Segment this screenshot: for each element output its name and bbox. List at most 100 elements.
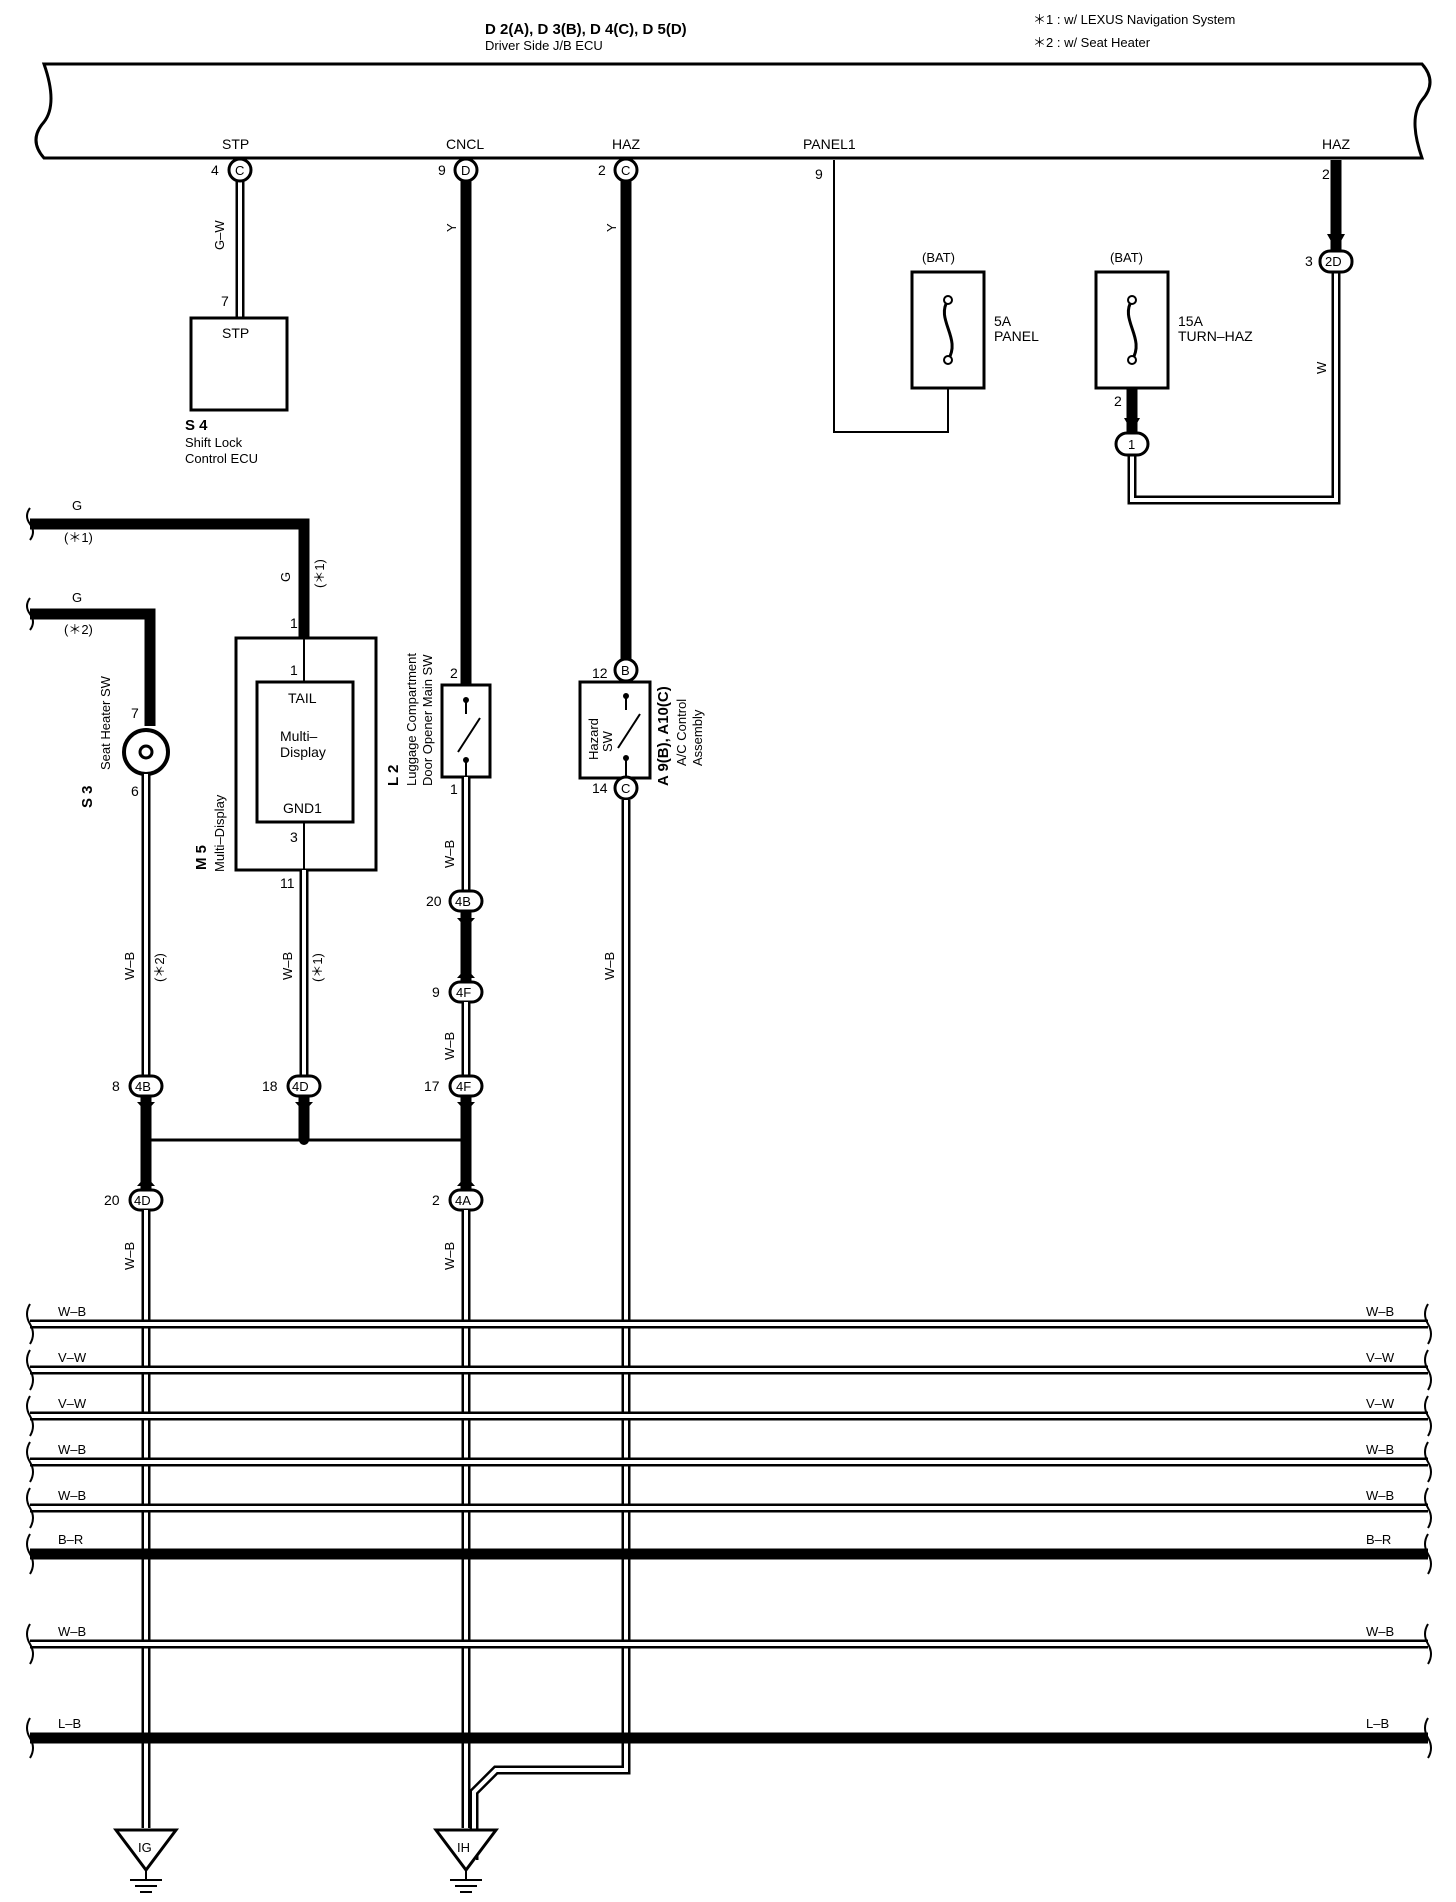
m5-inner-box (255, 680, 355, 824)
pin-panel1: 9 (815, 166, 823, 182)
wire-y-2: Y (604, 223, 619, 232)
junction-4a-2-label: 4A (455, 1193, 471, 1208)
terminal-haz-2: HAZ (1322, 136, 1350, 152)
s3-name: Seat Heater SW (98, 675, 113, 770)
terminal-cncl: CNCL (446, 136, 484, 152)
a9-inner-2: SW (600, 730, 615, 752)
wire-wb-g2: W–B (442, 1242, 457, 1270)
l2-pin-top: 2 (450, 665, 458, 681)
connector-turn-label: 1 (1128, 437, 1135, 452)
bus-label-7-left: W–B (58, 1624, 86, 1639)
m5-id: M 5 (193, 845, 210, 870)
fuse-turn-bat: (BAT) (1110, 250, 1143, 265)
ecu-subtitle: Driver Side J/B ECU (485, 38, 603, 53)
m5-inner-1: Multi– (280, 728, 318, 744)
a9-inner-1: Hazard (586, 718, 601, 760)
fuse-panel-name: PANEL (994, 328, 1039, 344)
s4-box (189, 316, 289, 412)
junction-4b-8-pin: 8 (112, 1078, 120, 1094)
bus-label-7-right: W–B (1366, 1624, 1394, 1639)
wire-wb-l2: W–B (442, 840, 457, 868)
connector-cncl (453, 157, 479, 183)
s3-pin-bot: 6 (131, 783, 139, 799)
terminal-stp: STP (222, 136, 249, 152)
bus-breaks (26, 1303, 1432, 1759)
a9-connector-bot (613, 775, 639, 801)
junction-4a-2-pin: 2 (432, 1192, 440, 1208)
bus-label-2-right: V–W (1366, 1350, 1395, 1365)
bus-label-1-left: W–B (58, 1304, 86, 1319)
junction-4d-18-pin: 18 (262, 1078, 278, 1094)
junction-4f-9-pin: 9 (432, 984, 440, 1000)
junction-4b-8-label: 4B (135, 1079, 151, 1094)
bus-label-4-right: W–B (1366, 1442, 1394, 1457)
junction-4f-17-label: 4F (456, 1079, 471, 1094)
bus-label-5-left: W–B (58, 1488, 86, 1503)
s4-inside: STP (222, 325, 249, 341)
wire-star2-a: (＊2) (64, 622, 93, 637)
ground-ig: IG (113, 1828, 179, 1893)
wire-wb-g1: W–B (122, 1242, 137, 1270)
l2-pin-bot: 1 (450, 781, 458, 797)
wire-g-2: G (72, 590, 82, 605)
bus-label-4-left: W–B (58, 1442, 86, 1457)
bus-label-5-right: W–B (1366, 1488, 1394, 1503)
m5-pin-in-top: 1 (290, 662, 298, 678)
wire-wb-l2b: W–B (442, 1032, 457, 1060)
s4-pin: 7 (221, 293, 229, 309)
bus-label-6-left: B–R (58, 1532, 83, 1547)
wire-star1-a: (＊1) (64, 530, 93, 545)
connector-2d (1318, 249, 1354, 274)
s4-name-2: Control ECU (185, 451, 258, 466)
s3-id: S 3 (79, 785, 96, 808)
bus-label-8-right: L–B (1366, 1716, 1389, 1731)
bus-lines (30, 1319, 1428, 1744)
connector-stp-label: C (235, 163, 244, 178)
connector-2d-label: 2D (1325, 254, 1342, 269)
wire-star1-b: (＊1) (312, 559, 327, 588)
s3-pin-top: 7 (131, 705, 139, 721)
bus-label-3-right: V–W (1366, 1396, 1395, 1411)
connector-cncl-label: D (461, 163, 470, 178)
wire-star1-c: (＊1) (310, 953, 325, 982)
bus-label-6-right: B–R (1366, 1532, 1391, 1547)
fuse-turn-name: TURN–HAZ (1178, 328, 1253, 344)
wire-wb-a9: W–B (602, 952, 617, 980)
bus-label-8-left: L–B (58, 1716, 81, 1731)
wire-wb-s3: W–B (122, 952, 137, 980)
ecu-box (34, 62, 1432, 160)
wire-wb-m5: W–B (280, 952, 295, 980)
wire-g-3: G (278, 572, 293, 582)
a9-connector-bot-label: C (621, 781, 630, 796)
note-2: ＊2 : w/ Seat Heater (1033, 35, 1151, 50)
a9-pin-bot: 14 (592, 780, 608, 796)
fuse-panel-amp: 5A (994, 313, 1012, 329)
junction-4f-17-pin: 17 (424, 1078, 440, 1094)
terminal-panel1: PANEL1 (803, 136, 856, 152)
fuse-turn-pin: 2 (1114, 393, 1122, 409)
fuse-turn-amp: 15A (1178, 313, 1204, 329)
fuse-panel-bat: (BAT) (922, 250, 955, 265)
terminal-haz: HAZ (612, 136, 640, 152)
s4-id: S 4 (185, 417, 208, 434)
wire-w: W (1314, 361, 1329, 374)
pin-haz: 2 (598, 162, 606, 178)
a9-name-1: A/C Control (674, 699, 689, 766)
junction-4d-18-label: 4D (292, 1079, 309, 1094)
m5-name: Multi–Display (212, 794, 227, 872)
pin-haz-2: 2 (1322, 166, 1330, 182)
a9-box (578, 680, 652, 780)
ecu-title: D 2(A), D 3(B), D 4(C), D 5(D) (485, 21, 687, 38)
ground-ih: IH (433, 1828, 499, 1893)
connector-2d-pin: 3 (1305, 253, 1313, 269)
s4-name-1: Shift Lock (185, 435, 243, 450)
m5-pin-in-bot: 3 (290, 829, 298, 845)
pin-stp: 4 (211, 162, 219, 178)
connector-turn (1114, 431, 1150, 457)
m5-pin-out-bot: 11 (280, 875, 295, 891)
a9-pin-top: 12 (592, 665, 608, 681)
pin-cncl: 9 (438, 162, 446, 178)
wire-star2-b: (＊2) (152, 953, 167, 982)
ground-ig-label: IG (138, 1840, 152, 1855)
